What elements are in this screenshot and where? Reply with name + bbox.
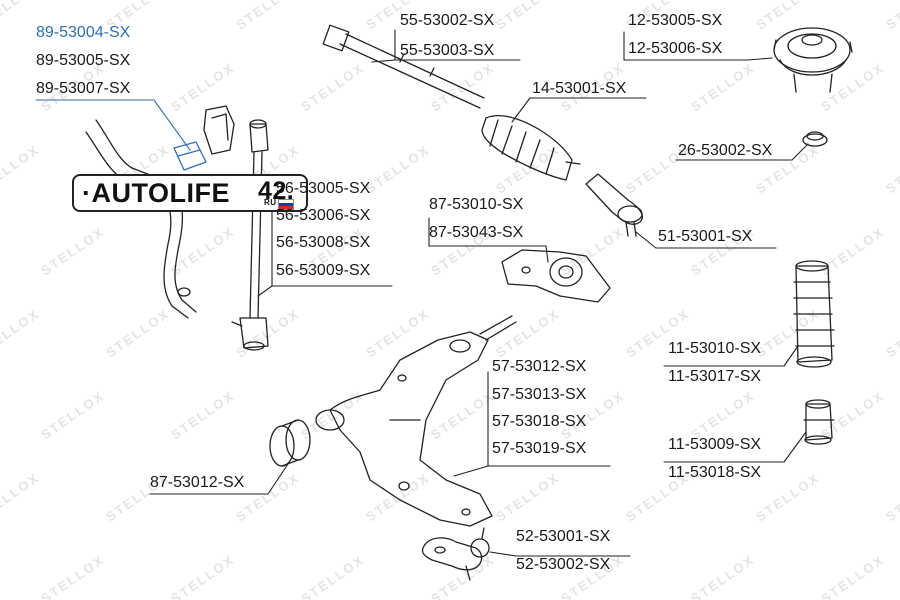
part-number-11-53017[interactable]: 11-53017-SX: [668, 368, 762, 385]
strut-mount[interactable]: [773, 27, 853, 93]
stabilizer-bar[interactable]: [85, 119, 197, 319]
part-number-56-53006[interactable]: 56-53006-SX: [276, 207, 371, 224]
part-number-56-53008[interactable]: 56-53008-SX: [276, 234, 371, 251]
rubber-buffer[interactable]: [803, 399, 835, 445]
part-number-11-53009[interactable]: 11-53009-SX: [668, 436, 762, 453]
part-number-11-53010[interactable]: 11-53010-SX: [668, 340, 762, 357]
bearing[interactable]: [802, 131, 828, 147]
russia-flag-icon: [278, 199, 294, 210]
part-number-12-53005[interactable]: 12-53005-SX: [628, 12, 723, 29]
logo-brand: ·AUTOLIFE: [82, 178, 230, 208]
stabilizer-bushing[interactable]: [173, 105, 235, 171]
part-number-55-53002[interactable]: 55-53002-SX: [400, 12, 495, 29]
part-number-57-53018[interactable]: 57-53018-SX: [492, 413, 587, 430]
part-number-14-53001[interactable]: 14-53001-SX: [532, 80, 627, 97]
part-number-57-53012[interactable]: 57-53012-SX: [492, 358, 587, 375]
ball-joint[interactable]: [421, 527, 490, 581]
part-number-87-53043[interactable]: 87-53043-SX: [429, 224, 524, 241]
rear-arm-bushing[interactable]: [501, 249, 611, 303]
part-number-12-53006[interactable]: 12-53006-SX: [628, 40, 723, 57]
part-number-87-53010[interactable]: 87-53010-SX: [429, 196, 524, 213]
part-number-89-53007[interactable]: 89-53007-SX: [36, 80, 131, 97]
front-arm-bushing[interactable]: [269, 419, 311, 467]
part-number-55-53003[interactable]: 55-53003-SX: [400, 42, 495, 59]
steering-boot[interactable]: [481, 115, 581, 181]
logo-suffix: RU: [264, 198, 277, 207]
leader-lines: [35, 29, 809, 557]
part-number-57-53019[interactable]: 57-53019-SX: [492, 440, 587, 457]
stabilizer-link[interactable]: [231, 119, 269, 351]
lower-control-arm[interactable]: [315, 315, 517, 527]
part-number-56-53005[interactable]: 56-53005-SX: [276, 180, 371, 197]
part-number-26-53002[interactable]: 26-53002-SX: [678, 142, 773, 159]
part-number-89-53005[interactable]: 89-53005-SX: [36, 52, 131, 69]
part-number-52-53001[interactable]: 52-53001-SX: [516, 528, 611, 545]
autolife-logo[interactable]: ·AUTOLIFE 42. RU: [72, 174, 308, 212]
tie-rod[interactable]: [322, 24, 485, 109]
part-number-87-53012[interactable]: 87-53012-SX: [150, 474, 245, 491]
part-number-51-53001[interactable]: 51-53001-SX: [658, 228, 753, 245]
bump-stop[interactable]: [793, 260, 835, 368]
part-number-11-53018[interactable]: 11-53018-SX: [668, 464, 762, 481]
part-number-89-53004[interactable]: 89-53004-SX: [36, 24, 131, 41]
part-number-57-53013[interactable]: 57-53013-SX: [492, 386, 587, 403]
part-number-52-53002[interactable]: 52-53002-SX: [516, 556, 611, 573]
tie-rod-end[interactable]: [585, 173, 643, 237]
part-number-56-53009[interactable]: 56-53009-SX: [276, 262, 371, 279]
